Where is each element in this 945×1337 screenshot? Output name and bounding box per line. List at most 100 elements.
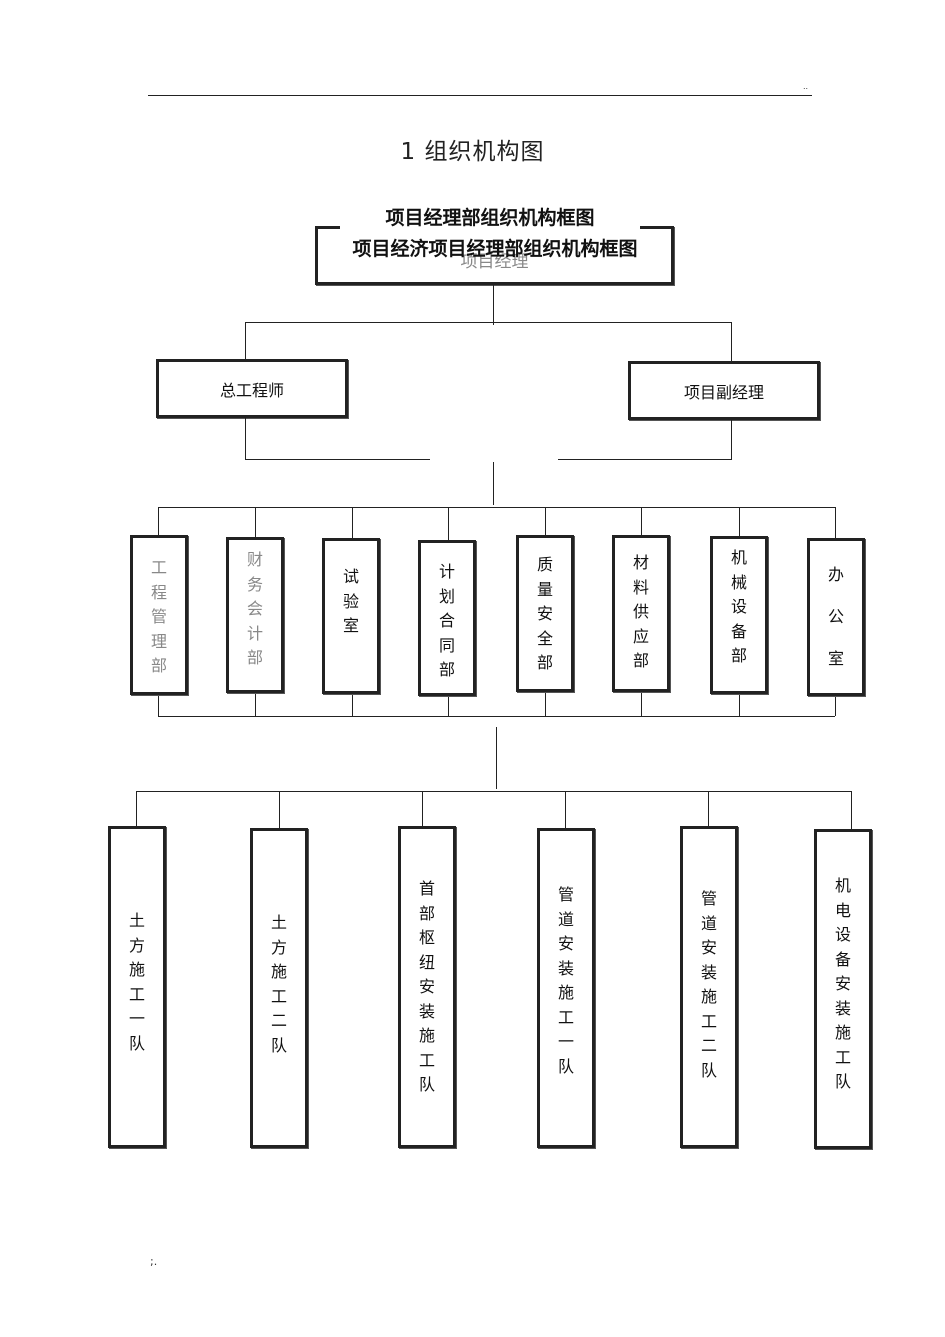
team-label-char: 管 xyxy=(557,885,574,904)
team-label-char: 工 xyxy=(700,1011,717,1031)
team-label-char: 首 xyxy=(418,879,435,898)
team-label-char: 土 xyxy=(128,911,145,930)
team-label-char: 队 xyxy=(418,1075,435,1094)
team-label: 管道安装施工二队 xyxy=(683,887,735,1083)
connector-line xyxy=(158,695,159,716)
department-label: 材料供应部 xyxy=(615,551,667,674)
connector-line xyxy=(158,507,159,535)
chief-engineer-box: 总工程师 xyxy=(156,359,348,418)
department-label-char: 安 xyxy=(536,604,553,623)
team-label-char: 施 xyxy=(834,1023,851,1042)
department-label-char: 计 xyxy=(438,562,455,581)
department-label: 机械设备部 xyxy=(713,546,765,669)
department-label-char: 财 xyxy=(246,550,263,569)
team-label-char: 工 xyxy=(128,984,145,1004)
department-label: 试验室 xyxy=(325,565,377,639)
department-label-char: 材 xyxy=(632,553,649,572)
department-label-char: 部 xyxy=(150,656,167,675)
department-box: 材料供应部 xyxy=(612,535,670,692)
connector-line xyxy=(565,791,566,828)
connector-line xyxy=(739,694,740,716)
connector-line xyxy=(731,420,732,460)
connector-line xyxy=(731,322,732,362)
department-label-char: 计 xyxy=(246,623,263,643)
connector-line xyxy=(708,791,709,826)
department-label-char: 部 xyxy=(730,646,747,665)
department-label-char: 料 xyxy=(632,577,649,597)
department-label-char: 理 xyxy=(150,631,167,651)
department-label-char: 管 xyxy=(150,607,167,626)
department-label-char: 工 xyxy=(150,558,167,577)
connector-line xyxy=(158,507,835,508)
connector-line xyxy=(245,322,732,323)
team-box: 管道安装施工二队 xyxy=(680,826,738,1148)
team-label-char: 方 xyxy=(128,935,145,955)
connector-line xyxy=(493,462,494,505)
department-label-char: 应 xyxy=(632,626,649,646)
team-label-char: 设 xyxy=(834,925,851,944)
department-label-char: 部 xyxy=(438,660,455,679)
connector-line xyxy=(545,692,546,716)
project-manager-label: 项目经理 xyxy=(460,252,529,272)
department-label-char: 全 xyxy=(536,628,553,648)
connector-line xyxy=(641,507,642,535)
team-label-char: 施 xyxy=(700,987,717,1006)
team-label: 土方施工一队 xyxy=(111,909,163,1056)
connector-line xyxy=(245,459,430,460)
connector-line xyxy=(558,459,732,460)
department-label-char: 合 xyxy=(438,611,455,630)
header-corner-mark: .. xyxy=(803,82,809,91)
connector-line xyxy=(835,696,836,716)
team-label-char: 管 xyxy=(700,889,717,908)
team-label-char: 安 xyxy=(834,974,851,993)
team-label-char: 工 xyxy=(418,1050,435,1070)
team-label-char: 枢 xyxy=(418,928,435,947)
department-label-char: 务 xyxy=(246,574,263,594)
department-label: 质量安全部 xyxy=(519,553,571,676)
connector-line xyxy=(136,791,137,826)
department-label-char: 会 xyxy=(246,599,263,618)
connector-line xyxy=(352,694,353,716)
chief-engineer-label: 总工程师 xyxy=(219,380,284,400)
department-label: 计划合同部 xyxy=(421,560,473,683)
team-box: 首部枢纽安装施工队 xyxy=(398,826,456,1148)
department-label-char: 办 xyxy=(827,565,844,584)
header-rule xyxy=(148,95,812,96)
footer-mark: ;. xyxy=(150,1255,158,1268)
department-box: 工程管理部 xyxy=(130,535,188,695)
connector-line xyxy=(835,507,836,538)
team-label-char: 队 xyxy=(700,1060,717,1080)
team-label-char: 部 xyxy=(418,903,435,923)
team-label-char: 施 xyxy=(557,983,574,1002)
team-label-char: 纽 xyxy=(418,952,435,972)
team-box: 管道安装施工一队 xyxy=(537,828,595,1148)
department-label-char: 同 xyxy=(438,635,455,655)
connector-line xyxy=(641,692,642,716)
connector-line xyxy=(136,791,852,792)
team-label-char: 二 xyxy=(270,1011,287,1030)
department-label-char: 程 xyxy=(150,582,167,602)
section-title: 1 组织机构图 xyxy=(400,139,545,165)
department-label-char: 室 xyxy=(827,649,844,668)
team-label-char: 装 xyxy=(834,998,851,1018)
department-label-char: 备 xyxy=(730,621,747,641)
department-label-char: 划 xyxy=(438,586,455,606)
team-label-char: 二 xyxy=(700,1036,717,1055)
team-label-char: 施 xyxy=(418,1026,435,1045)
connector-line xyxy=(245,322,246,360)
department-label: 工程管理部 xyxy=(133,556,185,679)
team-label-char: 机 xyxy=(834,876,851,895)
deputy-manager-box: 项目副经理 xyxy=(628,361,820,420)
team-label-char: 道 xyxy=(700,913,717,933)
team-label-char: 工 xyxy=(557,1007,574,1027)
connector-line xyxy=(352,507,353,538)
team-label: 土方施工二队 xyxy=(253,911,305,1058)
department-label-char: 部 xyxy=(246,648,263,667)
team-label-char: 施 xyxy=(128,960,145,979)
team-label-char: 队 xyxy=(270,1035,287,1055)
connector-line xyxy=(851,791,852,829)
connector-line xyxy=(496,727,497,789)
team-label-char: 装 xyxy=(700,962,717,982)
team-label: 机电设备安装施工队 xyxy=(817,874,869,1095)
connector-line xyxy=(448,507,449,540)
